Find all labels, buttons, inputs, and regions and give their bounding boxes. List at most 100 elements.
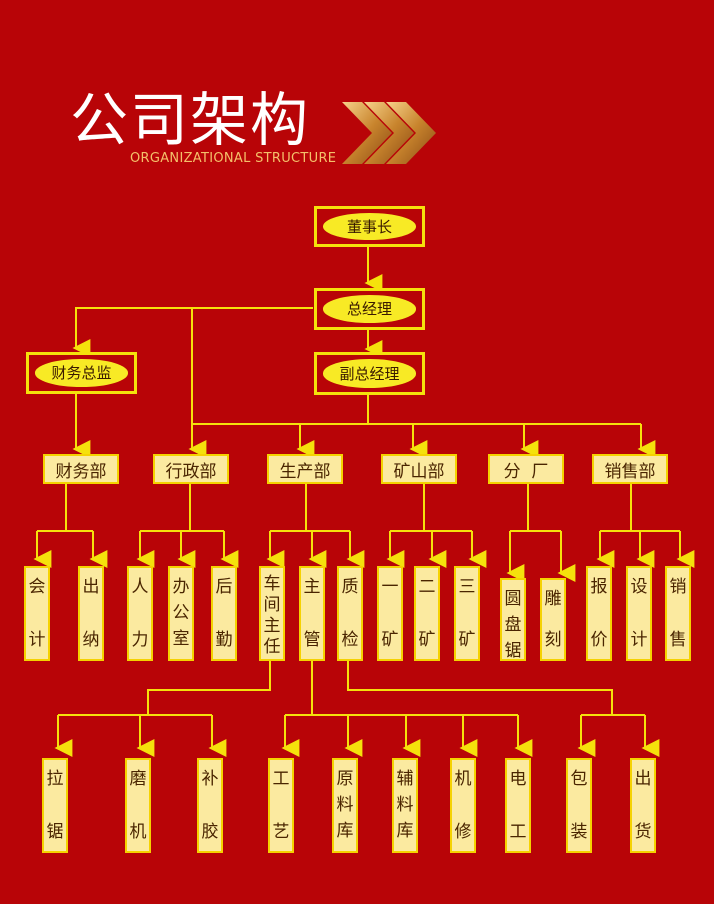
leaf-glyph: 任 (263, 637, 281, 657)
leaf-glyph: 力 (131, 630, 149, 650)
leaf-glyph: 料 (336, 795, 354, 815)
dept-branch: 分 厂 (488, 454, 564, 484)
dept-production: 生产部 (267, 454, 343, 484)
leaf-carving: 雕 刻 (540, 578, 566, 661)
dept-sales: 销售部 (592, 454, 668, 484)
leaf-circular-saw: 圆 盘锯 (500, 578, 526, 661)
label-chairman: 董事长 (323, 213, 416, 240)
leaf-glyph: 盘 (504, 615, 522, 635)
leaf-text: 圆 (504, 589, 522, 609)
leaf-packaging: 包 装 (566, 758, 592, 853)
leaf-text: 机 (454, 769, 472, 789)
leaf-text: 车 (263, 574, 281, 594)
leaf-text: 磨 (129, 769, 147, 789)
leaf-cashier: 出 纳 (78, 566, 104, 661)
leaf-text: 办 (172, 577, 190, 597)
box-finance-director: 财务总监 (26, 352, 137, 394)
leaf-glyph: 修 (454, 822, 472, 842)
leaf-glyph: 勤 (215, 630, 233, 650)
leaf-text: 原 (336, 769, 354, 789)
leaf-text: 拉 (46, 769, 64, 789)
label-deputy-gm: 副总经理 (323, 359, 416, 388)
leaf-mine-1: 一 矿 (377, 566, 403, 661)
leaf-text: 雕 (544, 589, 562, 609)
leaf-glyph: 刻 (544, 630, 562, 650)
leaf-text: 销 (669, 577, 687, 597)
chevron-arrows-icon (342, 102, 436, 164)
leaf-sales: 销 售 (665, 566, 691, 661)
leaf-text: 补 (201, 769, 219, 789)
leaf-grinding: 磨 机 (125, 758, 151, 853)
leaf-glyph: 矿 (458, 630, 476, 650)
leaf-glyph: 检 (341, 630, 359, 650)
leaf-text: 主 (303, 577, 321, 597)
leaf-text: 后 (215, 577, 233, 597)
leaf-glyph: 价 (590, 630, 608, 650)
leaf-glyph: 锯 (46, 822, 64, 842)
leaf-quotation: 报 价 (586, 566, 612, 661)
edge-gm-finance-director (72, 307, 313, 357)
leaf-glyph: 纳 (82, 630, 100, 650)
leaf-shipping: 出 货 (630, 758, 656, 853)
leaf-sawing: 拉 锯 (42, 758, 68, 853)
leaf-text: 设 (630, 577, 648, 597)
leaf-glyph: 工 (509, 822, 527, 842)
leaf-maintenance: 机 修 (450, 758, 476, 853)
leaf-glyph: 库 (336, 821, 354, 841)
leaf-glyph: 料 (396, 795, 414, 815)
leaf-mine-3: 三 矿 (454, 566, 480, 661)
dept-mine: 矿山部 (381, 454, 457, 484)
leaf-design: 设 计 (626, 566, 652, 661)
leaf-text: 电 (509, 769, 527, 789)
leaf-glyph: 计 (630, 630, 648, 650)
leaf-glyph: 装 (570, 822, 588, 842)
leaf-logistics: 后 勤 (211, 566, 237, 661)
leaf-glyph: 矿 (418, 630, 436, 650)
leaf-text: 辅 (396, 769, 414, 789)
leaf-workshop-head: 车 间主任 (259, 566, 285, 661)
label-general-manager: 总经理 (323, 295, 416, 323)
page-subtitle: ORGANIZATIONAL STRUCTURE (130, 151, 337, 166)
leaf-glyph: 艺 (272, 822, 290, 842)
leaf-text: 一 (381, 577, 399, 597)
leaf-text: 会 (28, 577, 46, 597)
leaf-text: 工 (272, 769, 290, 789)
leaf-supervisor: 主 管 (299, 566, 325, 661)
box-general-manager: 总经理 (314, 288, 425, 330)
leaf-glyph: 间 (263, 595, 281, 615)
leaf-office: 办 公室 (168, 566, 194, 661)
box-chairman: 董事长 (314, 206, 425, 247)
leaf-raw-material-store: 原 料库 (332, 758, 358, 853)
leaf-text: 质 (341, 577, 359, 597)
leaf-glyph: 管 (303, 630, 321, 650)
label-finance-director: 财务总监 (35, 359, 128, 387)
leaf-glyph: 机 (129, 822, 147, 842)
box-deputy-gm: 副总经理 (314, 352, 425, 395)
leaf-glyph: 货 (634, 822, 652, 842)
leaf-text: 出 (634, 769, 652, 789)
leaf-glyph: 矿 (381, 630, 399, 650)
leaf-text: 人 (131, 577, 149, 597)
leaf-glyph: 库 (396, 821, 414, 841)
leaf-glyph: 胶 (201, 822, 219, 842)
leaf-glyph: 主 (263, 616, 281, 636)
leaf-glyph: 售 (669, 630, 687, 650)
dept-admin: 行政部 (153, 454, 229, 484)
leaf-accounting: 会 计 (24, 566, 50, 661)
leaf-text: 三 (458, 577, 476, 597)
leaf-mine-2: 二 矿 (414, 566, 440, 661)
leaf-text: 包 (570, 769, 588, 789)
leaf-electrician: 电 工 (505, 758, 531, 853)
leaf-qc: 质 检 (337, 566, 363, 661)
leaf-glyph: 室 (172, 629, 190, 649)
dept-finance: 财务部 (43, 454, 119, 484)
leaf-glue-repair: 补 胶 (197, 758, 223, 853)
leaf-glyph: 锯 (504, 641, 522, 661)
page-title: 公司架构 (70, 86, 311, 154)
leaf-text: 出 (82, 577, 100, 597)
leaf-hr: 人 力 (127, 566, 153, 661)
leaf-text: 二 (418, 577, 436, 597)
leaf-auxiliary-store: 辅 料库 (392, 758, 418, 853)
leaf-glyph: 公 (172, 603, 190, 623)
